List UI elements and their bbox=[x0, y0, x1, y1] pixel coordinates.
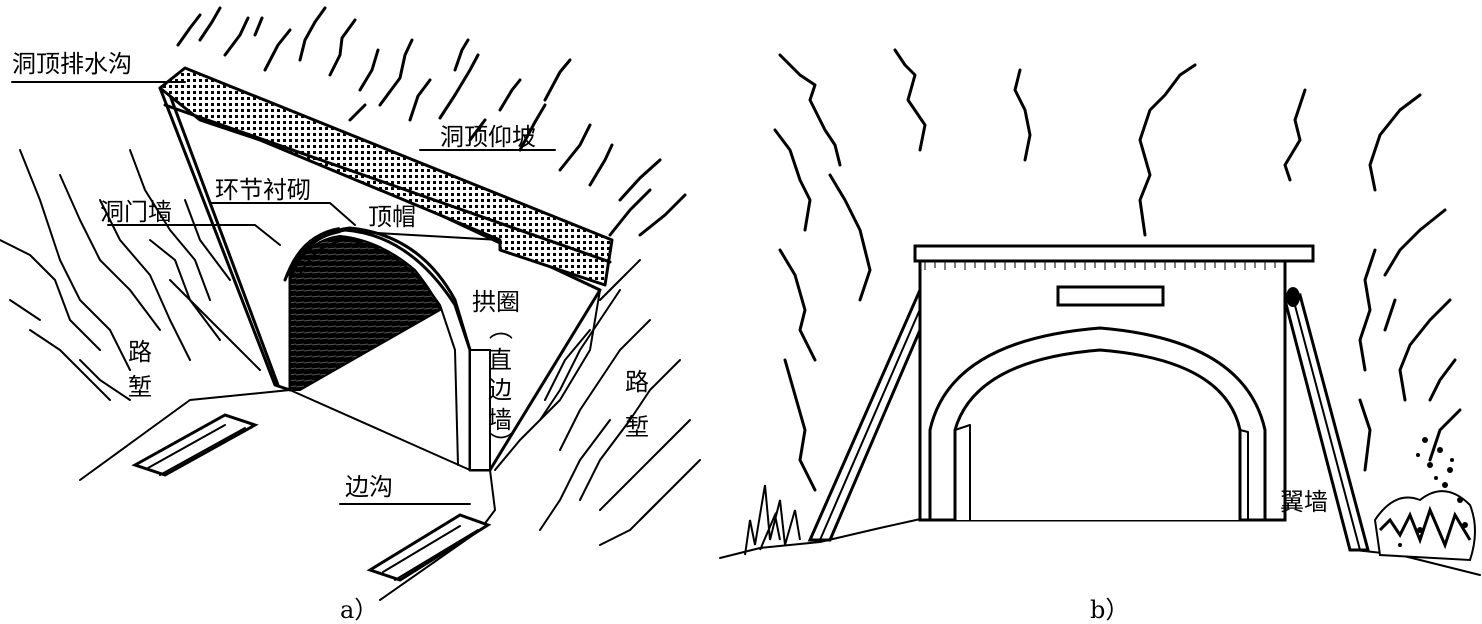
portal-wall-left-edge bbox=[166, 88, 280, 387]
label-cut-left-2: 堑 bbox=[128, 373, 152, 401]
figure-a-isometric-portal: 洞顶排水沟 洞顶仰坡 环节衬砌 洞门墙 顶帽 拱圈 （ 直 边 墙 ） 路 堑 … bbox=[0, 6, 701, 624]
top-drain-channel bbox=[158, 66, 614, 287]
leader-lines-a bbox=[11, 81, 556, 505]
road-ground bbox=[79, 289, 601, 601]
figure-b-front-portal: 翼墙 b） bbox=[719, 48, 1481, 624]
arch-ring-inner bbox=[299, 239, 459, 466]
nameplate bbox=[1056, 285, 1165, 307]
label-top-slope: 洞顶仰坡 bbox=[440, 123, 536, 151]
label-wing-wall: 翼墙 bbox=[1280, 488, 1328, 516]
label-cut-right-1: 路 bbox=[625, 368, 649, 396]
coping-ticks bbox=[924, 262, 1276, 270]
top-drain-edge bbox=[163, 103, 612, 264]
label-paren-close: ） bbox=[486, 431, 514, 455]
arch-inner-b bbox=[953, 348, 1242, 520]
straight-side-wall bbox=[469, 349, 491, 471]
label-top-drain: 洞顶排水沟 bbox=[12, 50, 132, 78]
label-coping: 顶帽 bbox=[368, 203, 416, 231]
wing-wall-left bbox=[807, 282, 938, 542]
slope-rock-lines-top bbox=[176, 6, 687, 237]
caption-b: b） bbox=[1090, 596, 1129, 624]
left-ditch bbox=[131, 413, 259, 477]
arch-pier-right bbox=[1239, 429, 1249, 521]
ground-b bbox=[719, 517, 926, 559]
grass-left bbox=[744, 484, 801, 556]
label-arch-ring: 拱圈 bbox=[472, 288, 520, 316]
label-cut-right-2: 堑 bbox=[625, 413, 649, 441]
ring-lining-thick bbox=[287, 227, 341, 274]
label-straight-wall-2: 边 bbox=[488, 376, 512, 404]
right-cut-rock-lines bbox=[539, 259, 701, 546]
bush-right bbox=[1373, 437, 1476, 562]
coping-cap bbox=[913, 244, 1315, 263]
right-side-ditch bbox=[366, 513, 492, 582]
label-portal-wall: 洞门墙 bbox=[100, 198, 172, 226]
label-straight-wall-3: 墙 bbox=[488, 406, 512, 434]
left-cut-rock-lines bbox=[0, 149, 261, 401]
rock-lines-b bbox=[773, 48, 1462, 492]
wing-wall-right bbox=[1283, 287, 1370, 552]
label-cut-left-1: 路 bbox=[128, 338, 152, 366]
label-ring-lining: 环节衬砌 bbox=[215, 176, 311, 204]
arch-pier-left bbox=[954, 424, 971, 521]
caption-a: a） bbox=[340, 596, 378, 624]
label-straight-wall-1: 直 bbox=[488, 346, 512, 374]
label-side-ditch: 边沟 bbox=[345, 473, 393, 501]
label-paren-open: （ bbox=[486, 316, 514, 340]
